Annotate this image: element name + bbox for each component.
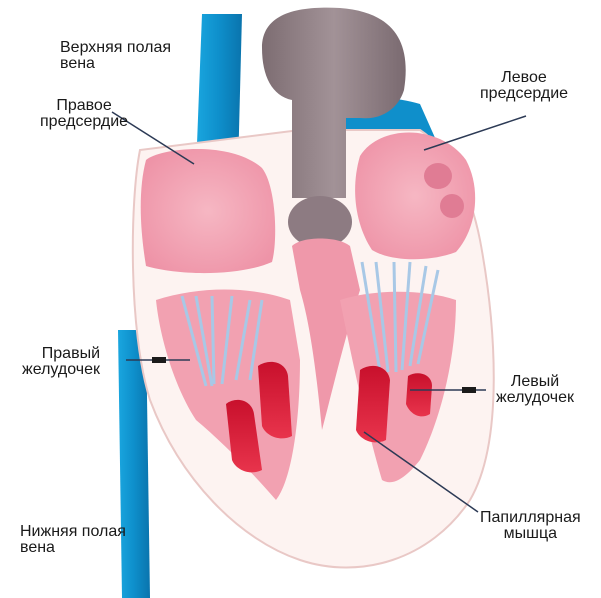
- label-svc-line1: Верхняя полая: [60, 40, 171, 56]
- label-rv-line1: Правый: [22, 346, 100, 362]
- label-la-line1: Левое: [480, 70, 568, 86]
- label-pap-line2: мышца: [480, 526, 581, 542]
- label-right-atrium: Правое предсердие: [40, 98, 128, 130]
- label-ra-line2: предсердие: [40, 114, 128, 130]
- label-la-line2: предсердие: [480, 86, 568, 102]
- papillary-muscle-left-1: [356, 366, 390, 442]
- label-ivc-line2: вена: [20, 540, 126, 556]
- pulmonary-vein-opening: [440, 194, 464, 218]
- label-ra-line1: Правое: [40, 98, 128, 114]
- papillary-muscle-right-2: [258, 362, 292, 438]
- papillary-muscle-left-2: [406, 373, 432, 416]
- label-papillary-muscle: Папиллярная мышца: [480, 510, 581, 542]
- label-pap-line1: Папиллярная: [480, 510, 581, 526]
- pulmonary-vein-opening: [424, 163, 452, 189]
- label-right-ventricle: Правый желудочек: [22, 346, 100, 378]
- label-lv-line2: желудочек: [496, 390, 574, 406]
- label-lv-line1: Левый: [496, 374, 574, 390]
- label-rv-line2: желудочек: [22, 362, 100, 378]
- label-inferior-vena-cava: Нижняя полая вена: [20, 524, 126, 556]
- label-left-ventricle: Левый желудочек: [496, 374, 574, 406]
- label-left-atrium: Левое предсердие: [480, 70, 568, 102]
- label-ivc-line1: Нижняя полая: [20, 524, 126, 540]
- label-svc-line2: вена: [60, 56, 171, 72]
- right-atrium: [141, 149, 275, 273]
- label-superior-vena-cava: Верхняя полая вена: [60, 40, 171, 72]
- leader-left-atrium: [424, 116, 526, 150]
